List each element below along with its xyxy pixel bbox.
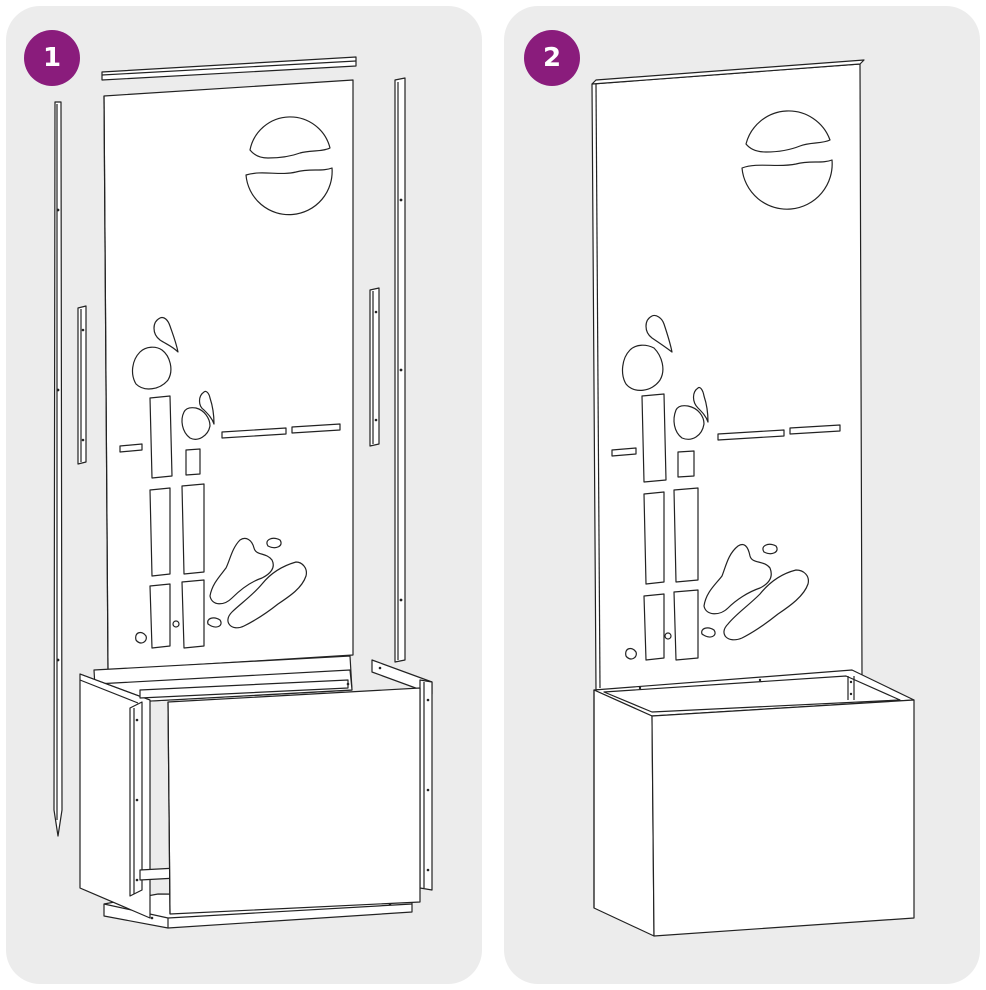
step-1-badge: 1 (24, 30, 80, 86)
planter-left-corner-bracket (130, 702, 142, 896)
inner-corner-bracket (848, 676, 854, 700)
step-2-panel: 2 (504, 6, 980, 984)
foliage-cutouts (702, 544, 809, 639)
step-2-assembled-illustration (504, 6, 980, 984)
moon-cutout (742, 111, 832, 209)
step-1-exploded-illustration (6, 6, 482, 984)
step-1-panel: 1 (6, 6, 482, 984)
right-short-bracket (370, 288, 379, 446)
moon-cutout (246, 117, 332, 215)
right-long-post (395, 78, 405, 662)
left-short-bracket (78, 306, 86, 464)
vertical-post-cutouts (136, 396, 204, 648)
horizontal-slat-cutouts (612, 425, 840, 456)
vertical-post-cutouts (626, 394, 698, 660)
bird-cutouts (133, 317, 214, 439)
left-long-post (54, 102, 62, 836)
assembled-decorative-screen (592, 60, 864, 690)
horizontal-slat-cutouts (120, 424, 340, 452)
top-rail (102, 57, 356, 80)
foliage-cutouts (208, 538, 307, 627)
assembled-planter-box (594, 670, 914, 936)
step-2-badge: 2 (524, 30, 580, 86)
decorative-screen-panel (104, 80, 353, 670)
bird-cutouts (623, 315, 708, 439)
planter-front-panel (168, 688, 420, 914)
